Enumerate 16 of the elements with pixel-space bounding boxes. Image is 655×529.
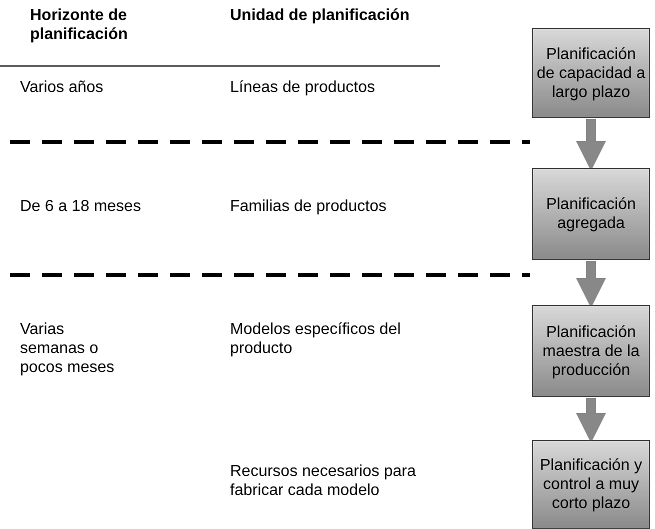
arrow [576, 119, 606, 171]
process-box: Planificación de capacidad a largo plazo [532, 28, 650, 118]
process-box: Planificación y control a muy corto plazo [532, 440, 650, 529]
column-header: Unidad de planificación [230, 6, 410, 25]
table-cell-text: Varias semanas o pocos meses [20, 320, 116, 377]
table-cell-text: Líneas de productos [230, 78, 376, 97]
arrow [576, 261, 606, 308]
table-cell-text: Varios años [20, 78, 104, 97]
table-cell-text: Familias de productos [230, 197, 388, 216]
table-cell-text: Modelos específicos del producto [230, 320, 402, 358]
column-header: Horizonte de planificación [30, 6, 129, 44]
table-cell-text: Recursos necesarios para fabricar cada modelo [230, 462, 417, 500]
process-box: Planificación agregada [532, 168, 650, 260]
process-box: Planificación maestra de la producción [532, 305, 650, 397]
arrow [576, 398, 606, 443]
table-cell-text: De 6 a 18 meses [20, 197, 142, 216]
